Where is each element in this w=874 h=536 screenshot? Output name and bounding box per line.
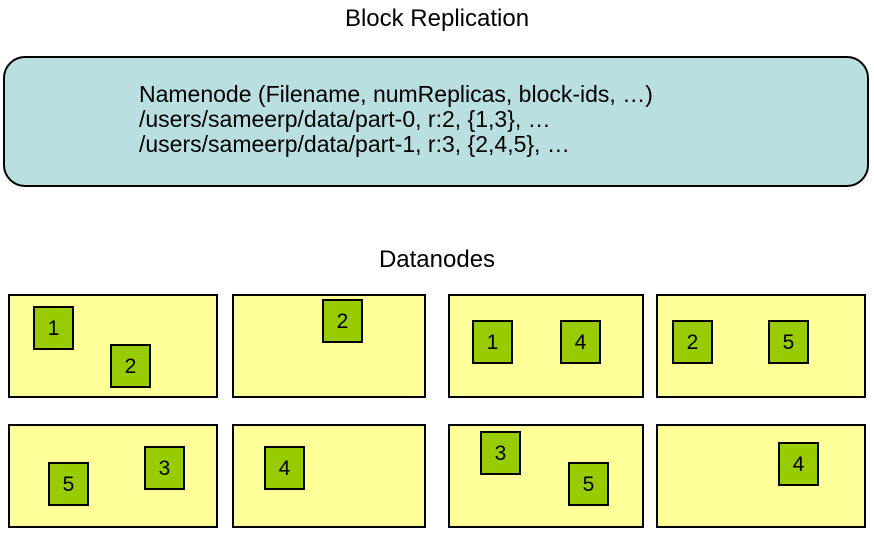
block-replica: 4 xyxy=(778,442,819,486)
block-replica: 3 xyxy=(480,431,521,475)
datanode-6 xyxy=(232,424,426,528)
block-replica: 4 xyxy=(264,446,305,490)
page-title: Block Replication xyxy=(344,5,530,32)
block-replica: 2 xyxy=(110,344,151,388)
datanodes-section-title: Datanodes xyxy=(378,246,496,273)
block-replica: 1 xyxy=(33,306,74,350)
block-replica: 3 xyxy=(144,446,185,490)
block-replica: 2 xyxy=(322,299,363,343)
namenode-panel: Namenode (Filename, numReplicas, block-i… xyxy=(3,56,869,187)
block-replica: 5 xyxy=(48,462,89,506)
datanode-7 xyxy=(448,424,644,528)
block-replica: 5 xyxy=(568,462,609,506)
block-replica: 1 xyxy=(472,320,513,364)
block-replica: 5 xyxy=(768,320,809,364)
datanode-5 xyxy=(8,424,218,528)
datanode-8 xyxy=(656,424,866,528)
block-replica: 4 xyxy=(560,320,601,364)
namenode-metadata-text: Namenode (Filename, numReplicas, block-i… xyxy=(139,81,653,157)
block-replica: 2 xyxy=(672,320,713,364)
